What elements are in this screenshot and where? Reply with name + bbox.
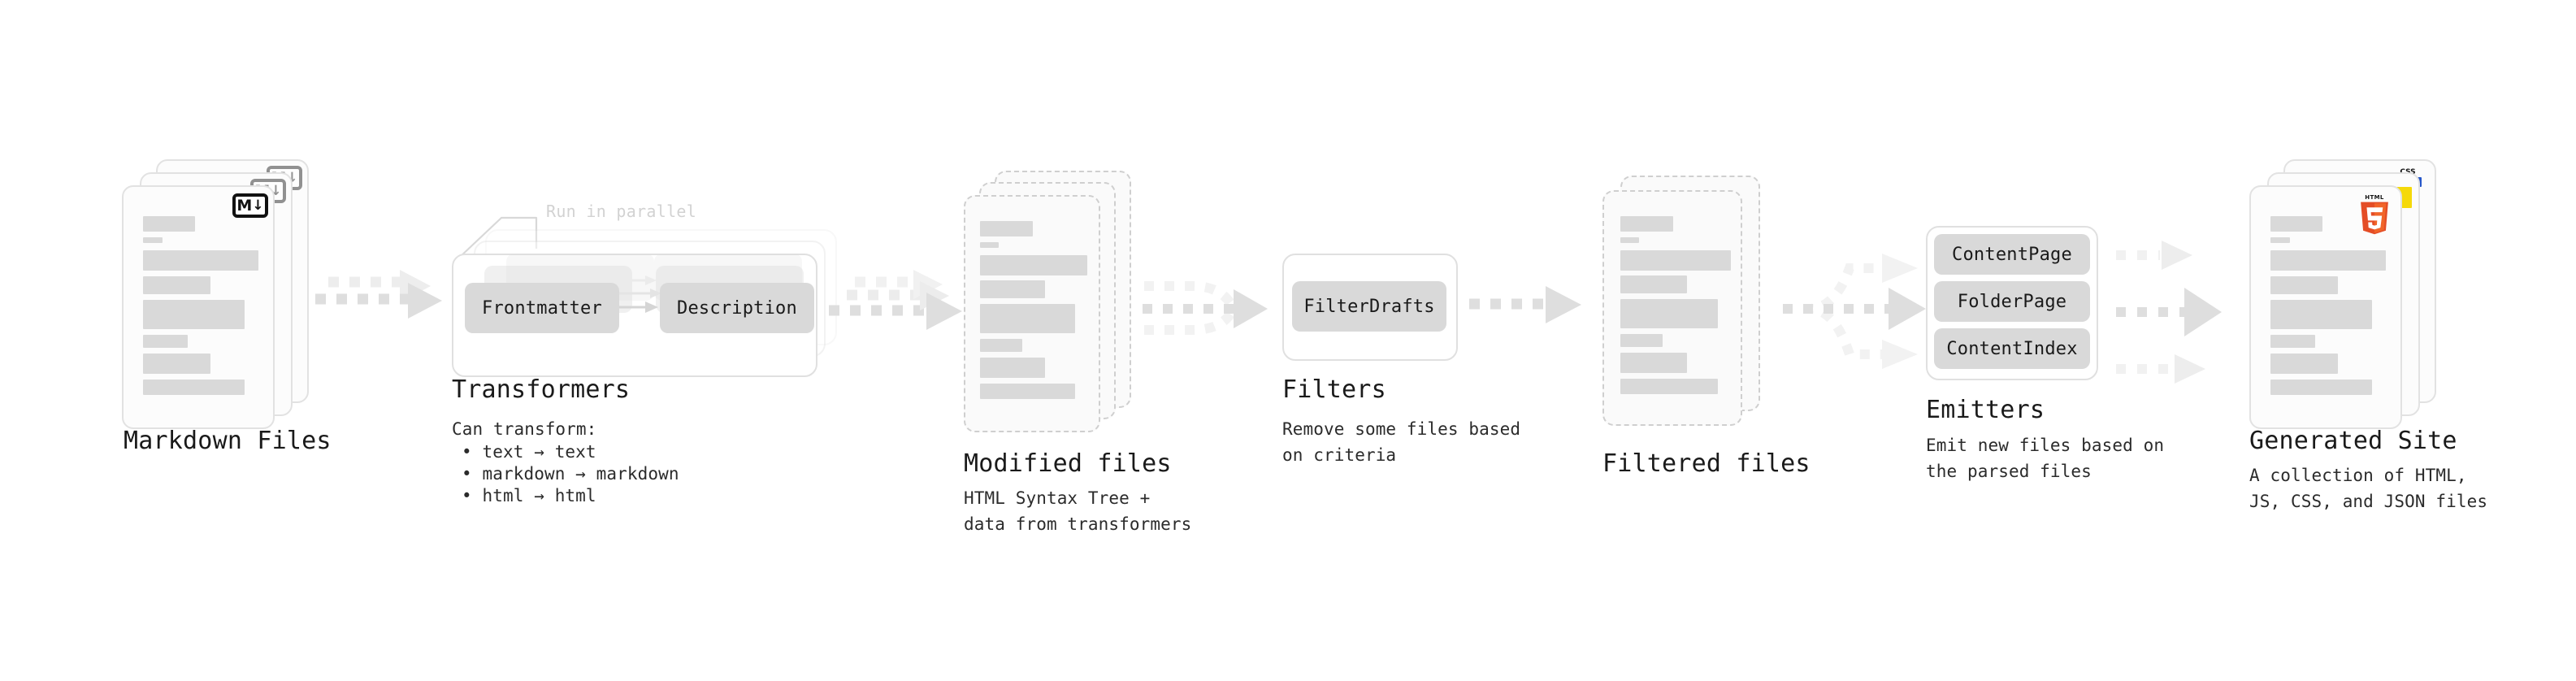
stage-caption-emitters: Emit new files based on the parsed files (1926, 436, 2165, 481)
doc-bar (2270, 354, 2338, 374)
connector-emitters-to-site (2116, 241, 2222, 384)
markdown-icon-arrow: ↓ (252, 197, 264, 214)
stage-caption-transformers-b2: • markdown → markdown (462, 464, 679, 484)
doc-bar (1620, 237, 1639, 243)
markdown-icon-m: M (236, 196, 252, 215)
filtered-sheet-front (1602, 190, 1742, 426)
html5-icon: HTML (2361, 194, 2388, 235)
doc-bar (143, 354, 210, 374)
stage-title-emitters: Emitters (1926, 396, 2045, 424)
emitters-chip-contentpage[interactable]: ContentPage (1934, 234, 2090, 275)
generated-site-stack: CSS HTML (2249, 159, 2436, 429)
markdown-files-stack: M↓ M↓ M↓ (122, 159, 309, 429)
connector-modified-to-filters (1143, 281, 1268, 335)
stage-title-transformers: Transformers (452, 375, 631, 404)
stage-title-filtered-files: Filtered files (1602, 449, 1811, 478)
stage-caption-filters: Remove some files based on criteria (1282, 419, 1521, 465)
doc-bar (2270, 216, 2322, 232)
doc-bar (143, 335, 188, 348)
doc-bar (1620, 353, 1687, 373)
doc-bar (2270, 237, 2290, 243)
markdown-icon: M↓ (232, 193, 268, 218)
stage-caption-transformers-b1: • text → text (462, 442, 596, 462)
doc-bar (143, 276, 210, 294)
markdown-sheet-front (122, 185, 275, 429)
transformer-chip-frontmatter[interactable]: Frontmatter (465, 283, 619, 333)
doc-bar (1620, 216, 1673, 232)
doc-bar (1620, 334, 1663, 347)
filtered-files-stack (1602, 176, 1777, 444)
doc-bar (143, 216, 195, 232)
doc-bar (980, 255, 1087, 275)
doc-bar (1620, 299, 1718, 328)
doc-bar (2270, 250, 2386, 271)
stage-caption-modified-files: HTML Syntax Tree + data from transformer… (964, 488, 1192, 534)
doc-bar (2270, 276, 2338, 294)
stage-title-markdown-files: Markdown Files (124, 427, 332, 455)
run-in-parallel-label: Run in parallel (546, 202, 697, 221)
stage-caption-transformers-b3: • html → html (462, 486, 596, 505)
doc-bar (980, 339, 1022, 352)
stage-title-filters: Filters (1282, 375, 1386, 404)
doc-bar (2270, 300, 2372, 329)
connector-filtered-to-emitters (1783, 254, 1926, 369)
doc-bar (980, 304, 1075, 333)
doc-bar (980, 280, 1045, 298)
stage-caption-transformers-lead: Can transform: (452, 419, 597, 439)
doc-bar (1620, 275, 1687, 293)
doc-bar (2270, 335, 2315, 348)
svg-text:HTML: HTML (2365, 194, 2384, 201)
doc-bar (1620, 379, 1718, 394)
doc-bar (143, 380, 245, 395)
stage-title-generated-site: Generated Site (2249, 427, 2457, 455)
doc-bar (143, 300, 245, 329)
doc-bar (1620, 250, 1731, 271)
transformer-chip-description[interactable]: Description (660, 283, 814, 333)
emitters-chip-folderpage[interactable]: FolderPage (1934, 281, 2090, 322)
site-sheet-front (2249, 185, 2402, 429)
filters-chip-filterdrafts[interactable]: FilterDrafts (1292, 281, 1446, 332)
doc-bar (143, 250, 258, 271)
doc-bar (980, 384, 1075, 399)
doc-bar (980, 221, 1033, 236)
connector-markdown-to-transformers (315, 270, 442, 319)
modified-files-stack (964, 171, 1143, 439)
doc-bar (980, 242, 999, 248)
emitters-chip-contentindex[interactable]: ContentIndex (1934, 328, 2090, 369)
stage-title-modified-files: Modified files (964, 449, 1172, 478)
connector-transformers-to-modified (829, 270, 962, 330)
modified-sheet-front (964, 195, 1100, 432)
stage-caption-generated-site: A collection of HTML, JS, CSS, and JSON … (2249, 466, 2488, 511)
doc-bar (143, 237, 163, 243)
doc-bar (980, 358, 1045, 378)
doc-bar (2270, 380, 2372, 395)
connector-filters-to-filtered (1469, 286, 1581, 323)
